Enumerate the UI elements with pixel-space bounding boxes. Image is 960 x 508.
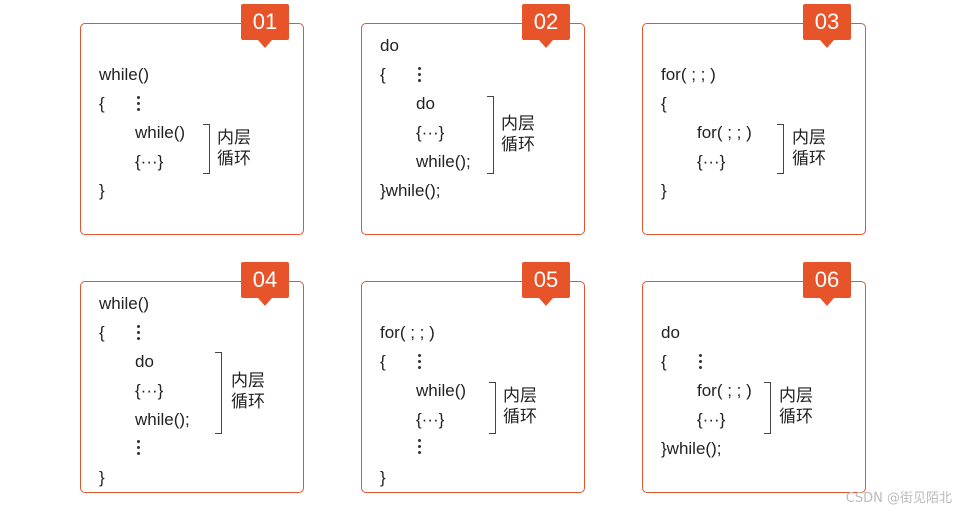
inner-loop-label-2: 循环 <box>231 392 265 412</box>
inner-loop-label-1: 内层 <box>503 386 537 406</box>
outer-loop-footer: }while(); <box>380 181 441 200</box>
inner-loop-bracket <box>764 382 771 434</box>
inner-loop-label-2: 循环 <box>501 135 535 155</box>
outer-loop-header: while() <box>99 65 150 84</box>
inner-loop-label-1: 内层 <box>231 371 265 391</box>
card-number-badge: 05 <box>522 262 570 306</box>
card-number-badge: 03 <box>803 4 851 48</box>
inner-loop-label-2: 循环 <box>217 149 251 169</box>
loop-card-03: 03 for( ; ; ) { for( ; ; ) {···} } 内层 循环 <box>642 4 866 235</box>
inner-loop-label-1: 内层 <box>792 128 826 148</box>
outer-close-brace: } <box>661 181 667 200</box>
watermark: CSDN @街见陌北 <box>845 491 952 506</box>
outer-close-brace: } <box>99 468 105 487</box>
inner-loop-body: {···} <box>135 152 164 171</box>
loop-card-02: 02 do { do {···} while(); }while(); 内层 循… <box>361 4 585 235</box>
inner-loop-header: for( ; ; ) <box>697 123 752 142</box>
inner-loop-body: {···} <box>416 123 445 142</box>
inner-loop-bracket <box>487 96 494 174</box>
outer-close-brace: } <box>380 468 386 487</box>
inner-loop-bracket <box>489 382 496 434</box>
ellipsis-dots <box>418 439 422 457</box>
card-number-badge: 01 <box>241 4 289 48</box>
outer-loop-header: while() <box>99 294 150 313</box>
card-number-badge: 06 <box>803 262 851 306</box>
inner-loop-footer: while(); <box>135 410 190 429</box>
inner-loop-bracket <box>215 352 222 434</box>
ellipsis-dots <box>699 354 703 372</box>
inner-loop-header: for( ; ; ) <box>697 381 752 400</box>
inner-loop-header: do <box>416 94 435 113</box>
outer-loop-header: do <box>661 323 680 342</box>
inner-loop-label-2: 循环 <box>792 149 826 169</box>
inner-loop-header: while() <box>135 123 186 142</box>
inner-loop-header: do <box>135 352 154 371</box>
inner-loop-bracket <box>777 124 784 174</box>
ellipsis-dots <box>137 325 141 343</box>
outer-loop-header: do <box>380 36 399 55</box>
inner-loop-footer: while(); <box>416 152 471 171</box>
ellipsis-dots <box>418 354 422 372</box>
outer-loop-header: for( ; ; ) <box>380 323 435 342</box>
inner-loop-label-2: 循环 <box>779 407 813 427</box>
outer-loop-footer: }while(); <box>661 439 722 458</box>
inner-loop-body: {···} <box>416 410 445 429</box>
inner-loop-label-1: 内层 <box>217 128 251 148</box>
card-number-badge: 02 <box>522 4 570 48</box>
outer-open-brace: { <box>99 94 105 113</box>
loop-card-04: 04 while() { do {···} while(); } 内层 循环 <box>80 262 304 493</box>
inner-loop-bracket <box>203 124 210 174</box>
ellipsis-dots <box>137 96 141 114</box>
ellipsis-dots <box>137 440 141 458</box>
loop-card-05: 05 for( ; ; ) { while() {···} } 内层 循环 <box>361 262 585 493</box>
ellipsis-dots <box>418 67 422 85</box>
outer-open-brace: { <box>99 323 105 342</box>
outer-loop-header: for( ; ; ) <box>661 65 716 84</box>
inner-loop-label-1: 内层 <box>779 386 813 406</box>
outer-close-brace: } <box>99 181 105 200</box>
loop-card-06: 06 do { for( ; ; ) {···} }while(); 内层 循环 <box>642 262 866 493</box>
loop-card-01: 01 while() { while() {···} } 内层 循环 <box>80 4 304 235</box>
card-number-badge: 04 <box>241 262 289 306</box>
inner-loop-header: while() <box>416 381 467 400</box>
inner-loop-body: {···} <box>697 152 726 171</box>
inner-loop-body: {···} <box>135 381 164 400</box>
outer-open-brace: { <box>380 65 386 84</box>
outer-open-brace: { <box>661 94 667 113</box>
inner-loop-body: {···} <box>697 410 726 429</box>
outer-open-brace: { <box>661 352 667 371</box>
outer-open-brace: { <box>380 352 386 371</box>
inner-loop-label-2: 循环 <box>503 407 537 427</box>
inner-loop-label-1: 内层 <box>501 114 535 134</box>
